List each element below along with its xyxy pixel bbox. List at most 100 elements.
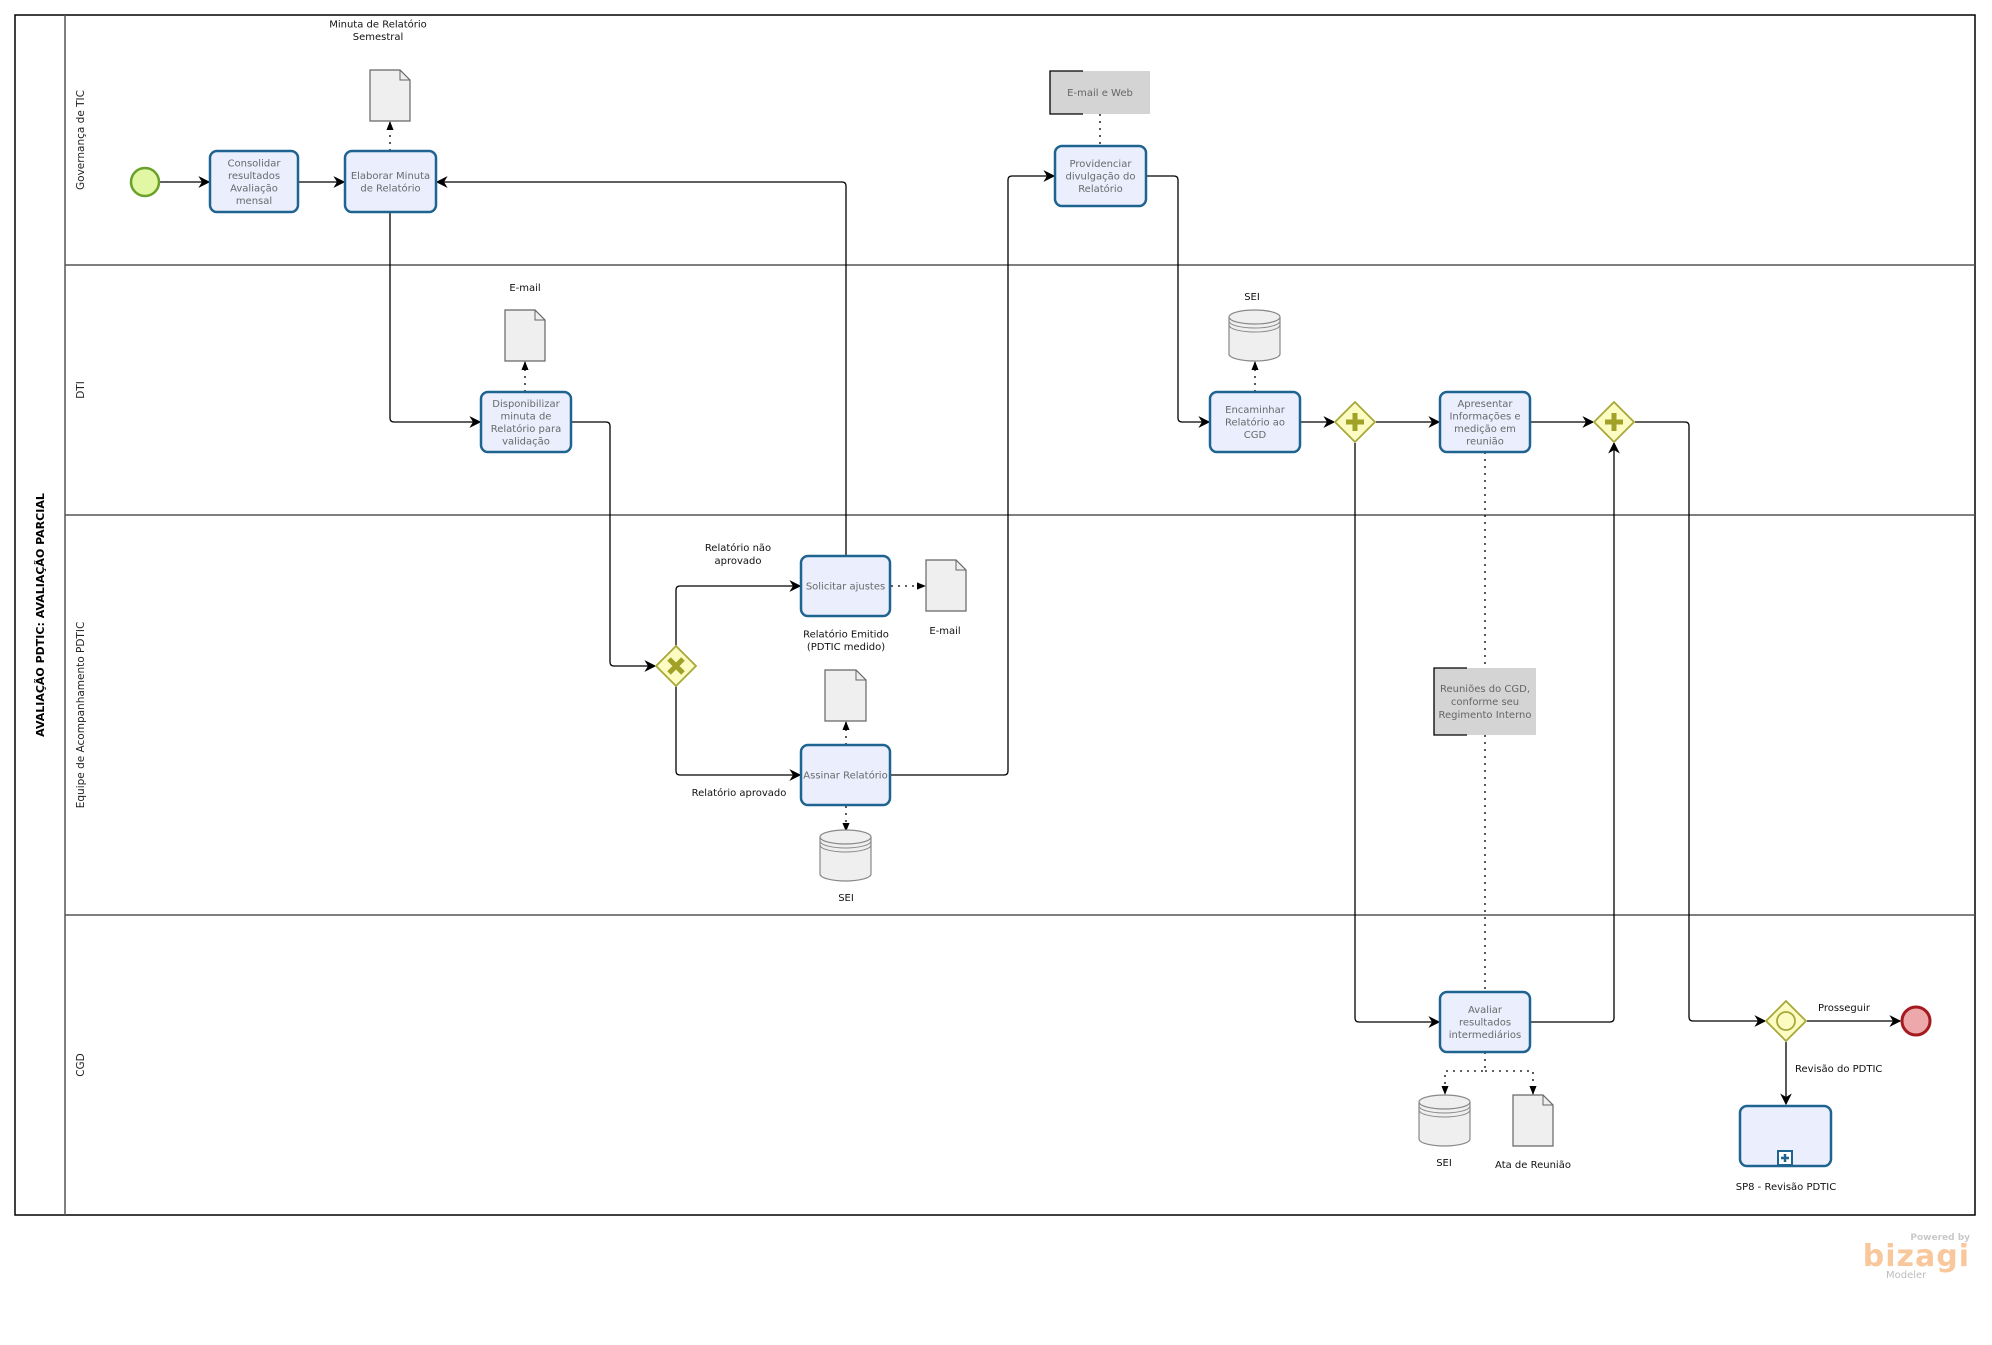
task-label: reunião [1466,436,1504,447]
task-label: validação [502,436,550,447]
database-rings [1418,1105,1471,1118]
artifact-label: (PDTIC medido) [807,642,885,653]
flow-solicitar-to-elaborar[interactable] [435,176,847,556]
annotation-text: conforme seu [1451,697,1519,708]
task-label: Providenciar [1070,159,1133,170]
annotation-box[interactable] [1050,71,1150,114]
task-label: Solicitar ajustes [806,582,885,593]
gateway-exclusive[interactable] [654,644,698,688]
artifact-label: Minuta de Relatório [329,19,427,31]
flow-disponibilizar-to-xor[interactable] [571,421,657,672]
task-assinar[interactable]: Assinar Relatório [799,743,892,807]
artifact-label: SEI [838,893,854,904]
task-box[interactable] [1053,144,1148,208]
annotation-box[interactable] [1434,668,1536,735]
task-label: resultados [228,171,280,182]
annotation-text: E-mail e Web [1067,88,1133,99]
document-fold [1542,1095,1553,1106]
document-doc-relatorio-emitido[interactable]: Relatório Emitido(PDTIC medido) [803,629,889,722]
document-doc-ata[interactable]: Ata de Reunião [1495,1094,1571,1171]
annotation-text: Regimento Interno [1439,710,1532,721]
association-avaliar-sei [1441,1052,1486,1095]
flow-avaliar-to-par2[interactable] [1530,441,1620,1023]
gateway-parallel[interactable] [1592,400,1636,444]
subprocess-label: SP8 - Revisão PDTIC [1736,1182,1836,1193]
flow-elaborar-to-disponibilizar[interactable] [389,212,482,428]
task-box[interactable] [1208,390,1302,454]
start-event[interactable] [129,166,161,198]
data-store-db-sei-cgd[interactable]: SEI [1418,1094,1471,1169]
document-doc-email-dti[interactable]: E-mail [504,283,546,362]
task-label: Encaminhar [1225,405,1286,416]
task-box[interactable] [479,390,573,454]
database-rings [819,840,872,853]
flow-xor-to-solicitar[interactable] [675,580,802,646]
database-rings [1228,320,1281,333]
task-label: Disponibilizar [492,399,560,410]
task-label: Avaliação [230,183,278,194]
flow-label-nao-aprovado: Relatório não [705,542,771,554]
task-label: Relatório para [491,423,562,435]
flow-par1-to-avaliar[interactable] [1354,443,1441,1028]
task-label: mensal [236,196,272,207]
x-icon [667,657,685,675]
plus-icon [1605,413,1623,431]
task-box[interactable] [343,149,438,214]
flow-label-prosseguir: Prosseguir [1818,1003,1871,1014]
gateway-inclusive[interactable] [1764,999,1808,1043]
artifact-label: E-mail [509,283,540,294]
document-icon[interactable] [824,669,867,722]
flow-xor-to-assinar[interactable] [675,686,802,781]
task-box[interactable] [1438,990,1532,1054]
database-icon[interactable] [1418,1102,1471,1147]
task-label: Relatório ao [1225,417,1285,429]
association-avaliar-ata [1485,1070,1537,1095]
document-icon[interactable] [925,559,967,612]
flow-par2-to-inclusive[interactable] [1635,421,1767,1027]
database-icon[interactable] [1228,317,1281,362]
document-icon[interactable] [369,69,411,122]
artifact-label: SEI [1244,292,1260,303]
lane-label-equipe: Equipe de Acompanhamento PDTIC [75,622,87,809]
task-label: Elaborar Minuta [351,171,430,182]
annotation-email-web[interactable]: E-mail e Web [1049,70,1150,115]
flow-providenciar-to-encaminhar[interactable] [1146,175,1211,428]
document-fold [399,70,410,81]
gateways [654,400,1808,1043]
document-fold [955,560,966,571]
artifact-label: Relatório Emitido [803,629,889,641]
powered-by-text: Powered by [1910,1233,1970,1243]
gateway-parallel[interactable] [1333,400,1377,444]
flow-assinar-to-providenciar[interactable] [890,170,1056,776]
data-store-db-sei-equipe[interactable]: SEI [819,829,872,904]
document-icon[interactable] [504,309,546,362]
document-icon[interactable] [1512,1094,1554,1147]
annotation-bracket [1049,70,1083,115]
task-label: Assinar Relatório [803,770,887,782]
task-label: Consolidar [228,158,282,169]
task-solicitar[interactable]: Solicitar ajustes [799,554,892,618]
document-doc-email-equipe[interactable]: E-mail [925,559,967,637]
task-label: de Relatório [360,182,420,194]
task-box[interactable] [799,554,892,618]
subprocess-sp8[interactable]: SP8 - Revisão PDTIC [1736,1104,1836,1193]
circle-icon [1776,1011,1796,1031]
task-box[interactable] [799,743,892,807]
task-box[interactable] [208,149,300,214]
data-store-db-sei-dti[interactable]: SEI [1228,292,1281,362]
artifact-label: E-mail [929,626,960,637]
task-box[interactable] [1438,390,1532,454]
artifacts: Minuta de RelatórioSemestralE-mailE-mail… [329,19,1571,1172]
database-icon[interactable] [819,837,872,882]
end-event[interactable] [1900,1005,1932,1037]
